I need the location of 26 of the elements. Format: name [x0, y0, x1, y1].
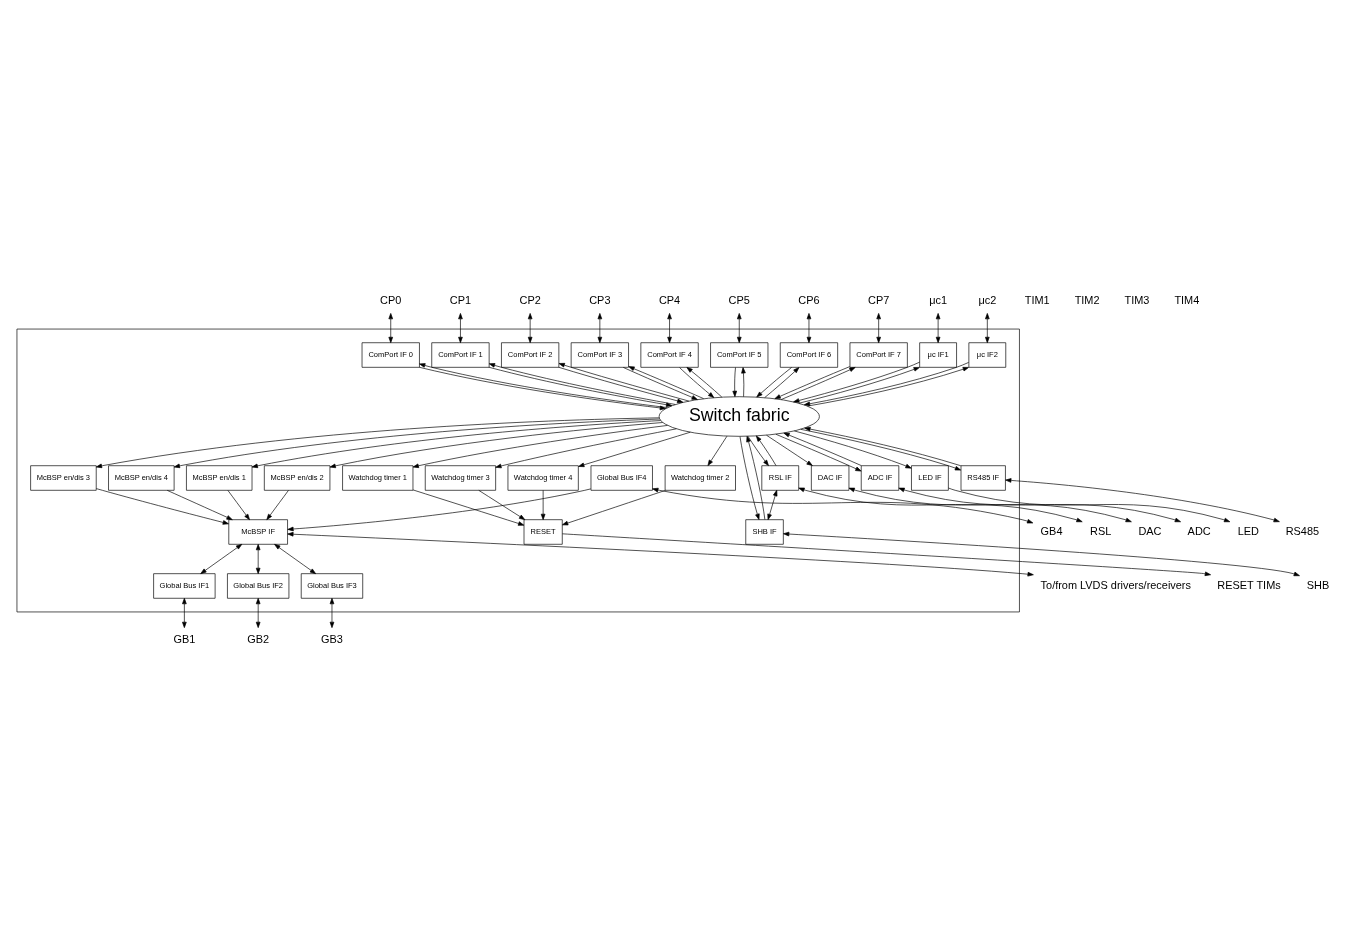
label: TIM3 — [1124, 293, 1150, 306]
node-text: GB1 — [173, 632, 196, 645]
node-text: CP4 — [658, 293, 681, 306]
node-text: RESET TIMs — [1217, 578, 1281, 591]
node-text: SHB — [1306, 578, 1330, 591]
node-text: CP3 — [589, 293, 611, 306]
node-text: CP5 — [728, 293, 750, 306]
node-text: CP0 — [380, 293, 402, 306]
node-text: GB4 — [1040, 524, 1063, 537]
node-text: To/from LVDS drivers/receivers — [1040, 578, 1191, 591]
node-text: CP6 — [798, 293, 820, 306]
node-text: μc1 — [929, 293, 948, 306]
node-text: LED — [1237, 524, 1259, 537]
node-text: CP1 — [449, 293, 472, 306]
label: TIM2 — [1074, 293, 1100, 306]
node-text: μc2 — [978, 293, 997, 306]
label: TIM1 — [1024, 293, 1050, 306]
node-text: GB2 — [247, 632, 270, 645]
node-text: CP2 — [519, 293, 541, 306]
node-text: GB3 — [321, 632, 343, 645]
node-text: RS485 — [1285, 524, 1320, 537]
node-text: RSL — [1090, 524, 1112, 537]
label: TIM4 — [1174, 293, 1200, 306]
node-text: DAC — [1138, 524, 1162, 537]
node-text: ADC — [1187, 524, 1211, 537]
node-text: CP7 — [868, 293, 890, 306]
